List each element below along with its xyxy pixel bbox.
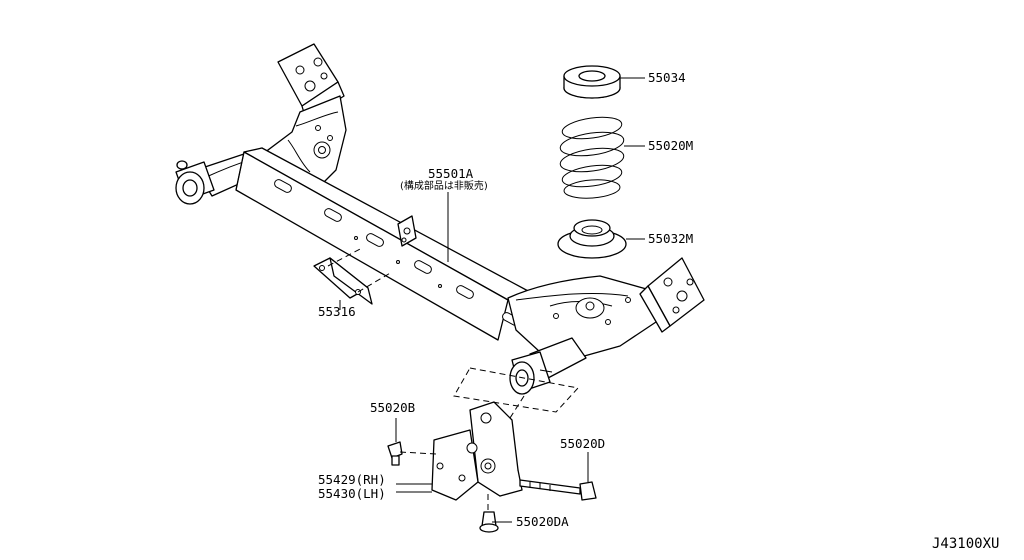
label-seat-lower: 55032M xyxy=(648,231,693,246)
beam-body xyxy=(235,147,531,341)
label-axle-beam-note: (構成部品は非販売) xyxy=(400,179,488,192)
spring-seat-upper xyxy=(563,65,621,99)
stay-part xyxy=(313,247,393,305)
leader-lines xyxy=(339,77,645,523)
bolt-long-part xyxy=(519,479,597,501)
label-coil-spring: 55020M xyxy=(648,138,693,153)
part-labels: 55034 55020M 55032M 55501A (構成部品は非販売) 55… xyxy=(318,70,999,552)
right-bushing xyxy=(509,351,553,395)
bolt-small-part xyxy=(387,441,437,466)
label-bracket-rh: 55429(RH) xyxy=(318,472,386,487)
coil-spring xyxy=(559,116,625,199)
beam-bracket xyxy=(397,215,417,247)
spring-seat-lower xyxy=(557,219,627,259)
label-bolt-small: 55020B xyxy=(370,400,415,415)
label-bolt-lower: 55020DA xyxy=(516,514,569,529)
label-bolt-long: 55020D xyxy=(560,436,605,451)
bushing-bracket xyxy=(431,367,579,501)
diagram-code: J43100XU xyxy=(932,536,999,552)
label-seat-upper: 55034 xyxy=(648,70,686,85)
label-axle-beam: 55501A xyxy=(428,166,474,181)
right-mount-plate xyxy=(639,257,705,333)
label-bracket-lh: 55430(LH) xyxy=(318,486,386,501)
axle-beam xyxy=(175,43,705,395)
label-stay: 55316 xyxy=(318,304,356,319)
left-bushing xyxy=(175,160,215,205)
bolt-lower-part xyxy=(479,490,499,533)
